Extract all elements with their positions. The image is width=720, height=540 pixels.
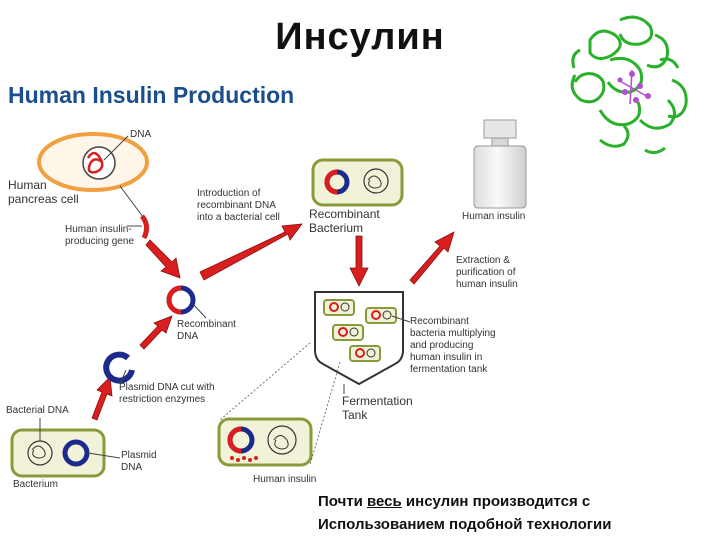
recombinant-dna-plasmid-icon [166,285,196,315]
label-plasmid-dna: Plasmid DNA [121,450,157,473]
label-human-insulin-top: Human insulin [462,211,526,222]
caption-line-1-post: инсулин производится с [401,493,591,510]
label-extraction: Extraction & purification of human insul… [456,255,518,290]
label-fermentation-tank: Fermentation Tank [342,394,413,422]
label-introduction: Introduction of recombinant DNA into a b… [197,188,280,223]
label-recombinant-dna: Recombinant DNA [177,319,236,342]
diagram-title: Human Insulin Production [8,82,295,108]
cut-plasmid-icon [103,351,135,384]
label-bacterial-dna: Bacterial DNA [6,405,69,416]
label-recombinant-bacterium: Recombinant Bacterium [309,207,380,235]
caption-line-1-pre: Почти [318,493,368,510]
process-arrows [91,223,455,421]
label-bacterium: Bacterium [13,479,59,490]
zoom-lines [219,342,341,466]
insulin-producing-bacterium-icon [217,417,313,467]
label-human-insulin-bottom: Human insulin [253,474,317,485]
insulin-gene-fragment-icon [139,214,150,240]
label-human-pancreas-cell: Human pancreas cell [8,178,79,206]
caption-line-1: Почти весь инсулин производится с [318,490,611,513]
bacterium-icon [10,428,106,478]
recombinant-bacterium-icon [311,158,404,207]
insulin-protein-icon [570,15,688,155]
label-multiplying: Recombinant bacteria multiplying and pro… [410,316,496,375]
label-plasmid-cut: Plasmid DNA cut with restriction enzymes [119,382,215,405]
tank-bacteria-icons [323,299,397,362]
caption: Почти весь инсулин производится с Исполь… [318,490,611,536]
pancreas-cell-icon [37,132,149,192]
insulin-bottle-icon [473,119,527,209]
caption-underlined-word: весь [367,493,402,510]
insulin-protein-atoms-icon [617,71,651,103]
label-dna: DNA [130,129,152,140]
slide-title: Инсулин [275,16,445,58]
caption-line-2: Использованием подобной технологии [318,516,612,533]
label-human-insulin-gene: Human insulin- producing gene [65,224,134,247]
